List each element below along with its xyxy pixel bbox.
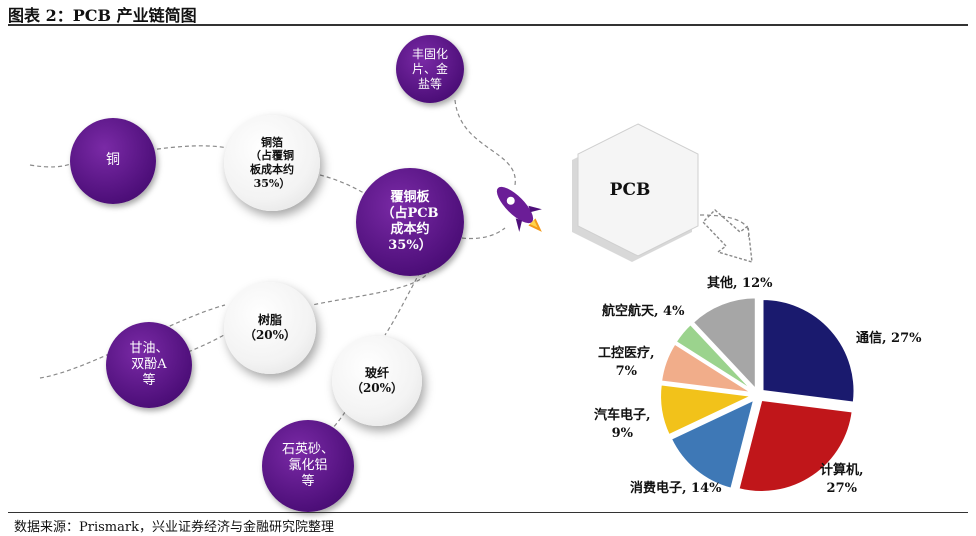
pie-label-aerospace: 航空航天, 4% (602, 304, 685, 319)
pie-slice-5 (674, 322, 755, 393)
pcb-label: PCB (609, 180, 651, 200)
pcb-hexagon (572, 123, 699, 262)
connector-gold-rocket (454, 99, 516, 186)
node-resin: 树脂 （20%） (224, 282, 316, 374)
pie-slice-1 (737, 398, 854, 493)
node-copper-label: 铜 (106, 152, 120, 169)
node-quartz: 石英砂、 氯化铝 等 (262, 420, 354, 512)
rocket-icon (496, 186, 542, 232)
pie-label-other: 其他, 12% (707, 276, 773, 291)
pie-slice-3 (659, 383, 756, 437)
source-note: 数据来源：Prismark，兴业证券经济与金融研究院整理 (14, 520, 334, 535)
connector-copper-foil (149, 145, 229, 151)
node-glycerin: 甘油、 双酚A 等 (106, 322, 192, 408)
node-copper: 铜 (70, 118, 156, 204)
node-gold-salts: 丰固化 片、金 盐等 (396, 35, 464, 103)
pie-label-industrial: 工控医疗, 7% (598, 346, 655, 379)
pie-slice-4 (659, 342, 753, 394)
pie-slice-0 (761, 298, 856, 404)
pie-slice-2 (669, 397, 756, 490)
node-copper-foil-label: 铜箔 （占覆铜 板成本约 35%） (250, 135, 294, 190)
node-glass-fiber-label: 玻纤 （20%） (350, 366, 404, 395)
pie-label-consumer: 消费电子, 14% (630, 481, 722, 496)
node-glycerin-label: 甘油、 双酚A 等 (129, 340, 169, 389)
connector-ccl-rocket (461, 227, 506, 240)
node-ccl: 覆铜板 （占PCB 成本约 35%） (356, 168, 464, 276)
node-resin-label: 树脂 （20%） (243, 313, 297, 342)
node-ccl-label: 覆铜板 （占PCB 成本约 35%） (381, 189, 439, 254)
connector-ccl-resin (311, 269, 431, 306)
node-copper-foil: 铜箔 （占覆铜 板成本约 35%） (224, 115, 320, 211)
connector-ccl-glass (384, 271, 421, 336)
pie-label-comm: 通信, 27% (856, 331, 922, 346)
pie-slice-6 (691, 296, 757, 392)
node-quartz-label: 石英砂、 氯化铝 等 (281, 441, 334, 490)
pie-label-computer: 计算机, 27% (820, 463, 864, 496)
title-divider (8, 24, 968, 26)
node-glass-fiber: 玻纤 （20%） (332, 336, 422, 426)
pie-label-auto: 汽车电子, 9% (594, 408, 651, 441)
connector-left-resin (39, 304, 226, 379)
source-divider (8, 512, 968, 513)
pie-arrow-icon (702, 209, 753, 263)
node-gold-salts-label: 丰固化 片、金 盐等 (411, 46, 448, 91)
figure-title: 图表 2：PCB 产业链简图 (8, 6, 197, 25)
